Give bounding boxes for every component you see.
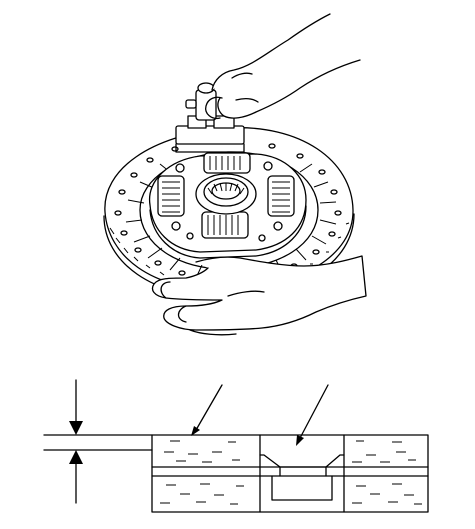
splined-hub (195, 173, 257, 215)
damper-spring-right (267, 175, 295, 217)
section-hatching (160, 440, 422, 505)
leader-lines (191, 384, 329, 446)
damper-spring-bottom (201, 211, 249, 239)
arrow-down-icon (69, 421, 83, 435)
damper-spring-left (157, 175, 185, 217)
damper-spring-top (203, 152, 251, 174)
upper-hand-icon (205, 13, 361, 120)
clutch-disc-illustration (103, 13, 367, 336)
lower-hands-icon (151, 255, 367, 336)
arrow-up-icon (69, 450, 83, 464)
hub-plate (148, 152, 307, 259)
cross-section-illustration (43, 379, 429, 513)
thickness-dimension (43, 379, 153, 504)
section-body (151, 434, 429, 513)
